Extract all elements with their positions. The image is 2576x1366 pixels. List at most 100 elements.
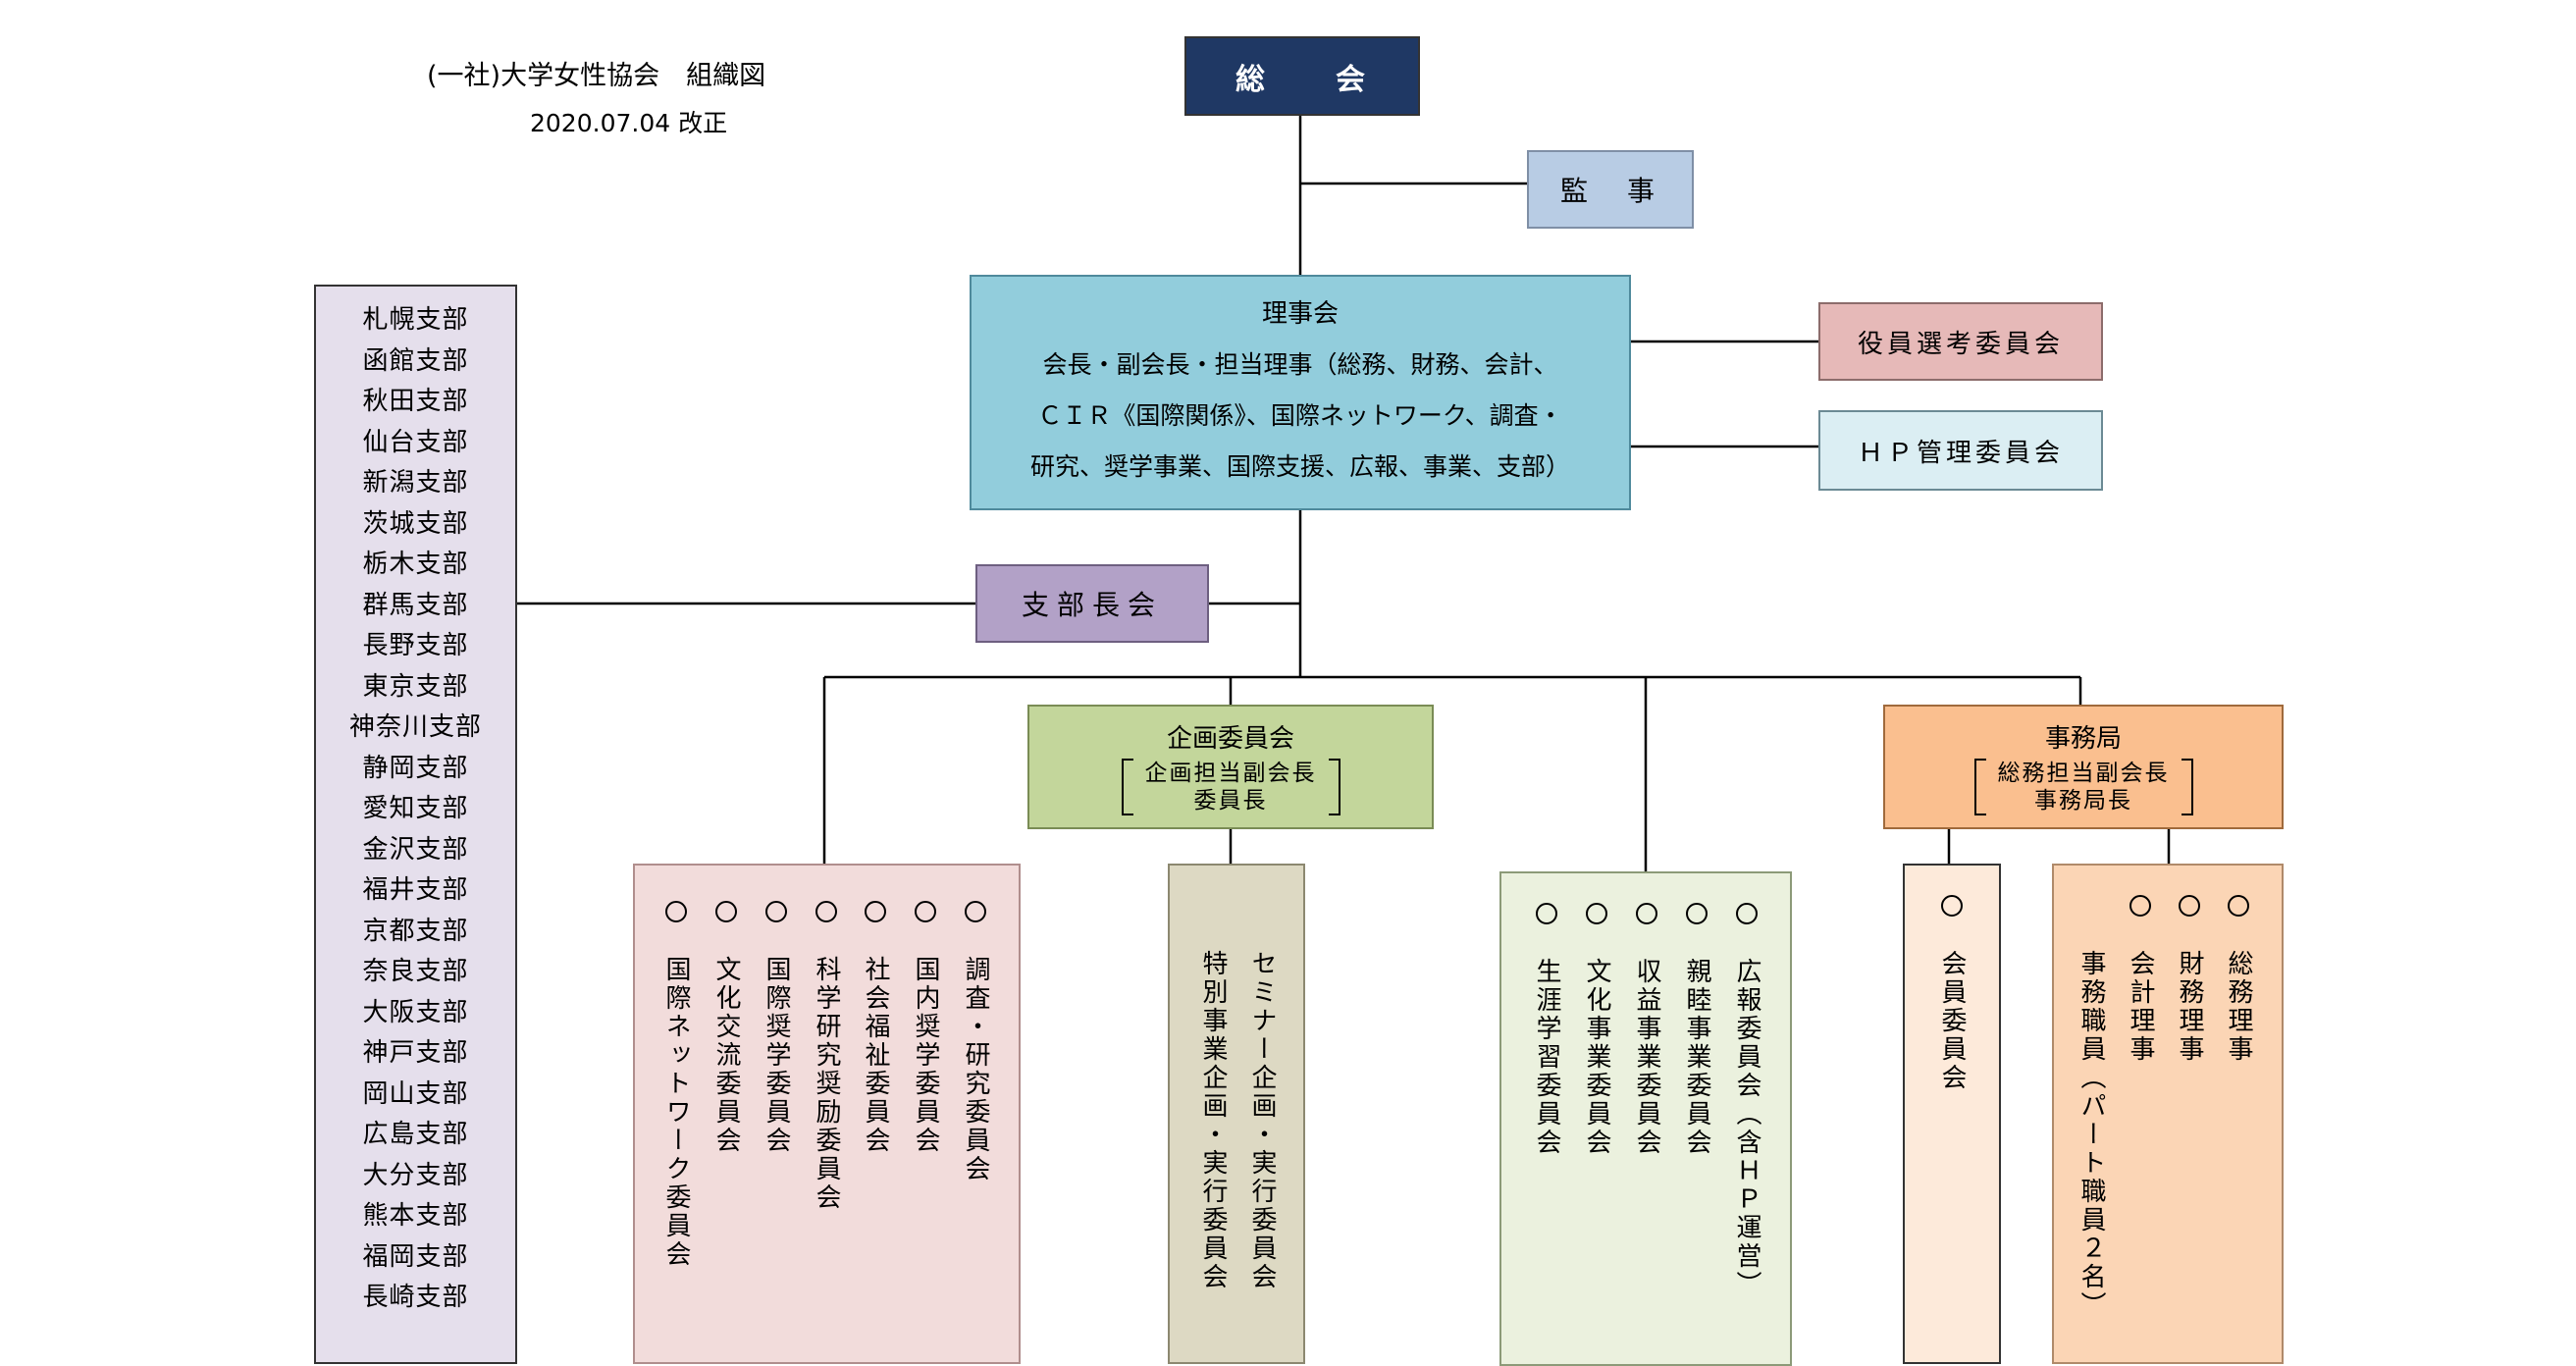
- committee-column: 特別事業企画・実行委員会: [1193, 950, 1233, 1291]
- committee-label: 文化交流委員会: [711, 956, 741, 1155]
- committee-column: 国内奨学委員会: [906, 901, 945, 1155]
- committee-label: 会員委員会: [1937, 950, 1967, 1092]
- committee-label: 会計理事: [2126, 950, 2155, 1064]
- branches-box: 札幌支部 函館支部 秋田支部 仙台支部 新潟支部 茨城支部 栃木支部 群馬支部 …: [314, 285, 517, 1364]
- branch-item: 静岡支部: [362, 753, 469, 783]
- committee-column: 文化事業委員会: [1577, 903, 1616, 1157]
- secretariat-title: 事務局: [2044, 724, 2122, 754]
- committee-column: 国際奨学委員会: [757, 901, 796, 1155]
- revision-date: 2020.07.04 改正: [530, 109, 728, 137]
- committee-label: 国際奨学委員会: [762, 956, 791, 1155]
- committee-column: 収益事業委員会: [1627, 903, 1666, 1157]
- committee-label: 事務職員（パート職員２名）: [2077, 950, 2106, 1320]
- circle-bullet-icon: [1536, 903, 1557, 924]
- group-b-box: セミナー企画・実行委員会 特別事業企画・実行委員会: [1168, 864, 1305, 1364]
- branch-item: 栃木支部: [362, 550, 469, 579]
- branch-item: 福岡支部: [362, 1241, 469, 1272]
- branch-item: 神奈川支部: [348, 712, 482, 742]
- branch-item: 大阪支部: [362, 997, 469, 1027]
- committee-label: 生涯学習委員会: [1532, 958, 1561, 1157]
- branch-item: 秋田支部: [362, 387, 469, 416]
- branch-item: 岡山支部: [362, 1078, 469, 1109]
- hp-committee-box: ＨＰ管理委員会: [1818, 410, 2103, 491]
- committee-label: 財務理事: [2175, 950, 2204, 1064]
- branch-heads-box: 支部長会: [975, 564, 1209, 643]
- general-assembly-label: 総 会: [1235, 62, 1369, 97]
- board-box: 理事会 会長・副会長・担当理事（総務、財務、会計、 ＣＩＲ《国際関係》、国際ネッ…: [970, 275, 1631, 510]
- circle-bullet-icon: [915, 901, 936, 922]
- branch-item: 函館支部: [362, 345, 469, 376]
- committee-label: 収益事業委員会: [1632, 958, 1661, 1157]
- branch-item: 奈良支部: [362, 957, 469, 986]
- circle-bullet-icon: [665, 901, 687, 922]
- branch-item: 茨城支部: [362, 508, 469, 539]
- circle-bullet-icon: [965, 901, 986, 922]
- planning-sub-1: 企画担当副会長: [1144, 761, 1317, 786]
- committee-column: 会計理事: [2121, 895, 2160, 1064]
- circle-bullet-icon: [715, 901, 737, 922]
- secretariat-sub-2: 事務局長: [2034, 788, 2132, 814]
- committee-label: 科学研究奨励委員会: [812, 956, 841, 1212]
- group-d-box: 会員委員会: [1903, 864, 2001, 1364]
- board-title: 理事会: [1261, 298, 1339, 329]
- branch-item: 長崎支部: [362, 1283, 469, 1312]
- board-line-2: ＣＩＲ《国際関係》、国際ネットワーク、調査・: [1037, 400, 1563, 430]
- branch-item: 京都支部: [362, 916, 469, 946]
- circle-bullet-icon: [2129, 895, 2151, 917]
- committee-label: 社会福祉委員会: [861, 956, 890, 1155]
- committee-column: 科学研究奨励委員会: [807, 901, 846, 1212]
- committee-label: 広報委員会（含ＨＰ運営）: [1732, 958, 1761, 1299]
- committee-column: 国際ネットワーク委員会: [657, 901, 696, 1269]
- branch-item: 広島支部: [362, 1120, 469, 1149]
- circle-bullet-icon: [2179, 895, 2200, 917]
- general-assembly-box: 総 会: [1184, 36, 1420, 116]
- circle-bullet-icon: [865, 901, 886, 922]
- branch-item: 仙台支部: [362, 427, 469, 457]
- circle-bullet-icon: [765, 901, 787, 922]
- hp-committee-label: ＨＰ管理委員会: [1857, 438, 2064, 468]
- committee-column: 広報委員会（含ＨＰ運営）: [1727, 903, 1766, 1299]
- committee-label: 親睦事業委員会: [1682, 958, 1711, 1157]
- auditor-box: 監 事: [1527, 150, 1694, 229]
- committee-label: 文化事業委員会: [1582, 958, 1611, 1157]
- branch-item: 愛知支部: [362, 794, 469, 823]
- branch-item: 福井支部: [362, 875, 469, 905]
- group-a-box: 調査・研究委員会 国内奨学委員会 社会福祉委員会 科学研究奨励委員会 国際奨学委…: [633, 864, 1021, 1364]
- branch-item: 新潟支部: [362, 468, 469, 498]
- committee-label: 調査・研究委員会: [961, 956, 990, 1183]
- auditor-label: 監 事: [1559, 175, 1660, 207]
- secretariat-box: 事務局 総務担当副会長 事務局長: [1883, 705, 2284, 829]
- committee-label: 特別事業企画・実行委員会: [1198, 950, 1228, 1291]
- board-line-3: 研究、奨学事業、国際支援、広報、事業、支部）: [1029, 451, 1570, 481]
- group-e-box: 総務理事 財務理事 会計理事 事務職員（パート職員２名）: [2052, 864, 2284, 1364]
- committee-column: 財務理事: [2170, 895, 2209, 1064]
- committee-column: 生涯学習委員会: [1527, 903, 1566, 1157]
- branch-item: 大分支部: [362, 1160, 469, 1190]
- branch-heads-label: 支部長会: [1021, 589, 1163, 621]
- branch-item: 神戸支部: [362, 1038, 469, 1068]
- branch-item: 群馬支部: [362, 590, 469, 620]
- chart-title: (一社)大学女性協会 組織図: [427, 61, 766, 91]
- planning-committee-box: 企画委員会 企画担当副会長 委員長: [1027, 705, 1434, 829]
- circle-bullet-icon: [1941, 895, 1963, 917]
- branch-item: 札幌支部: [362, 305, 469, 335]
- committee-column: 総務理事: [2219, 895, 2258, 1064]
- circle-bullet-icon: [1586, 903, 1607, 924]
- committee-label: 国内奨学委員会: [911, 956, 940, 1155]
- committee-column: セミナー企画・実行委員会: [1242, 950, 1282, 1291]
- circle-bullet-icon: [1686, 903, 1708, 924]
- planning-title: 企画委員会: [1166, 724, 1294, 754]
- group-c-box: 広報委員会（含ＨＰ運営） 親睦事業委員会 収益事業委員会 文化事業委員会 生涯学…: [1499, 871, 1792, 1366]
- board-line-1: 会長・副会長・担当理事（総務、財務、会計、: [1042, 349, 1558, 379]
- election-committee-label: 役員選考委員会: [1857, 329, 2064, 359]
- circle-bullet-icon: [2228, 895, 2249, 917]
- committee-column: 調査・研究委員会: [956, 901, 995, 1183]
- committee-column: 会員委員会: [1932, 895, 1971, 1092]
- election-committee-box: 役員選考委員会: [1818, 302, 2103, 381]
- branch-item: 熊本支部: [362, 1201, 469, 1231]
- circle-bullet-icon: [1736, 903, 1758, 924]
- committee-column: 社会福祉委員会: [856, 901, 895, 1155]
- branch-item: 東京支部: [362, 671, 469, 702]
- committee-label: セミナー企画・実行委員会: [1247, 950, 1277, 1291]
